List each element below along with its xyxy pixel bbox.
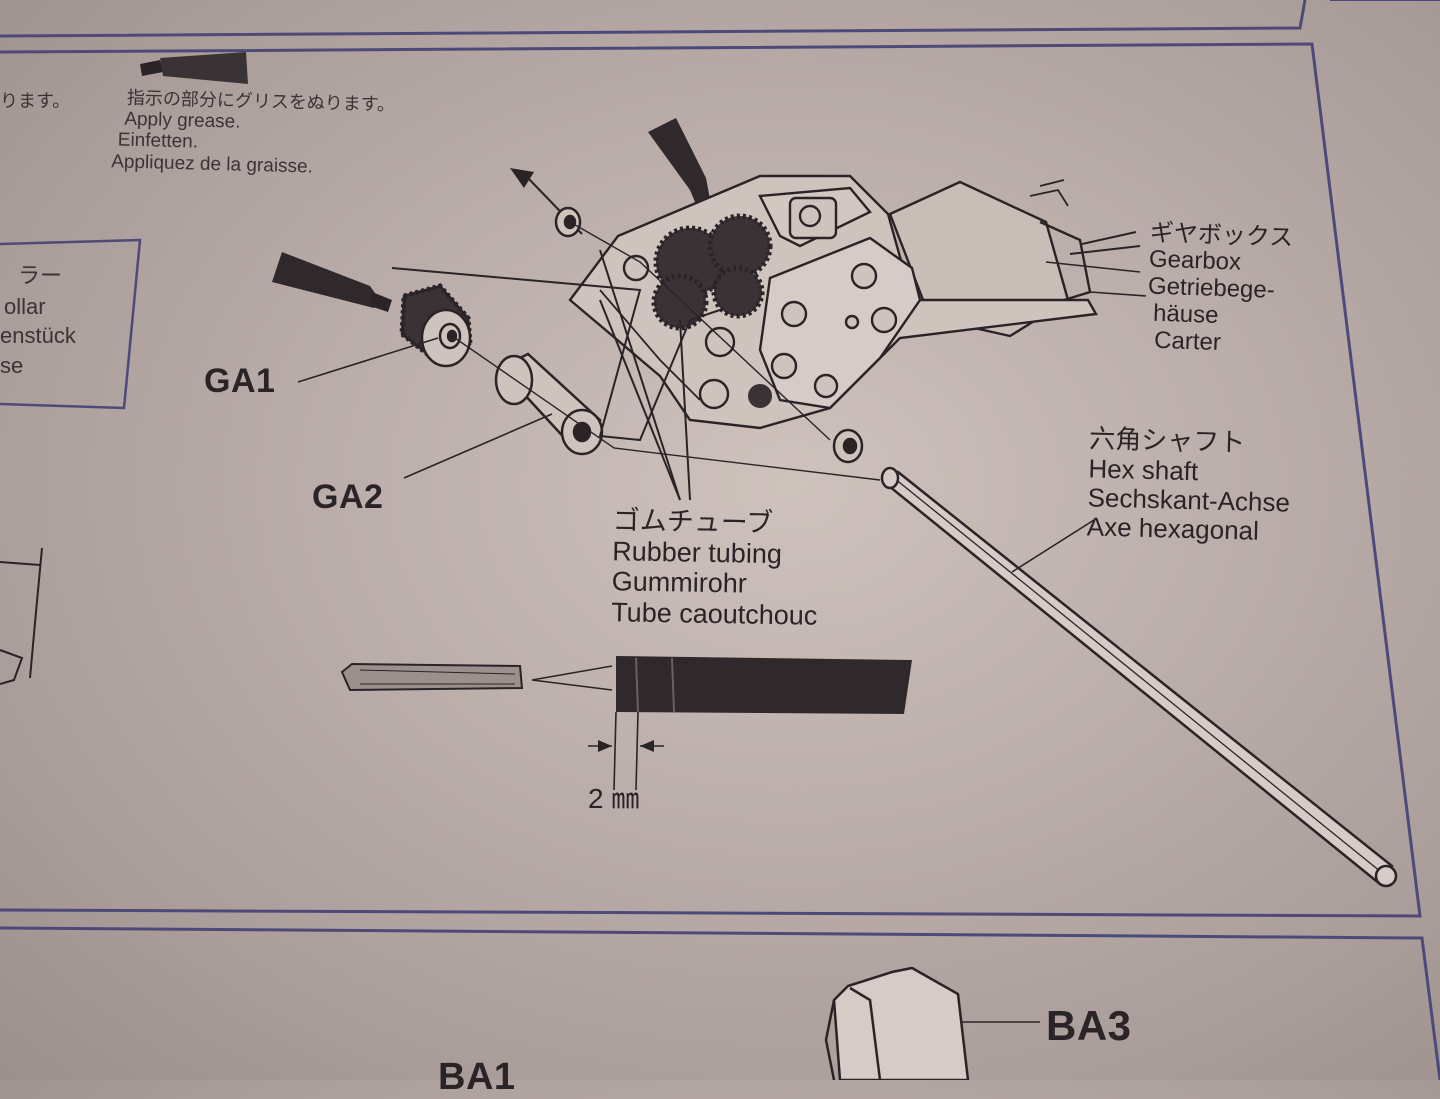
- collar-label: ラー ollar enstück se: [0, 262, 76, 381]
- part-ba3-illustration: [824, 966, 970, 1080]
- part-label-ga2: GA2: [312, 478, 384, 516]
- collar-label-line: se: [0, 353, 24, 379]
- collar-label-line: enstück: [0, 323, 76, 349]
- collar-box: [0, 238, 142, 410]
- rubber-tubing-wire: [391, 249, 721, 501]
- hex-shaft: [880, 466, 1398, 888]
- gearbox-label-fr: Carter: [1153, 326, 1222, 356]
- dimension-label: 2 ㎜: [588, 783, 640, 814]
- assembly-axis: [451, 335, 881, 481]
- tubing-cut-guide: [340, 656, 912, 791]
- collar-ga2: [494, 352, 604, 456]
- rubber-tubing-label-fr: Tube caoutchouc: [610, 596, 818, 631]
- rubber-tubing-label-de: Gummirohr: [611, 566, 748, 600]
- collar-label-line: ラー: [18, 264, 63, 289]
- collar-label-line: ollar: [4, 293, 46, 319]
- leader-lines: [297, 261, 1147, 1023]
- grease-tube-icon: [140, 52, 248, 84]
- main-panel-frame: [0, 42, 1422, 918]
- gearbox-label: ギヤボックス Gearbox Getriebege- häuse Carter: [1146, 219, 1294, 359]
- part-label-ba1: BA1: [438, 1056, 516, 1098]
- grease-note: 指示の部分にグリスをぬります。 Apply grease. Einfetten.…: [111, 88, 395, 179]
- cut-note-text: ります。: [0, 91, 71, 112]
- grease-applicator-icon: [272, 252, 392, 312]
- rubber-tubing-label: ゴムチューブ Rubber tubing Gummirohr Tube caou…: [610, 505, 819, 631]
- part-label-ga1: GA1: [204, 362, 276, 400]
- left-dimension-fragment: [0, 547, 43, 685]
- pinion-gear-ga1: [399, 283, 473, 368]
- bottom-panel-frame: [0, 926, 1440, 1080]
- rubber-tubing-label-jp: ゴムチューブ: [612, 505, 774, 540]
- washer: [554, 206, 864, 464]
- hex-shaft-label: 六角シャフト Hex shaft Sechskant-Achse Axe hex…: [1086, 424, 1292, 547]
- top-panel-frame: [0, 0, 1307, 38]
- hex-shaft-label-fr: Axe hexagonal: [1086, 511, 1260, 547]
- part-label-ba3: BA3: [1046, 1002, 1132, 1049]
- rubber-tubing-label-en: Rubber tubing: [612, 536, 783, 570]
- gear-cluster: [651, 213, 773, 408]
